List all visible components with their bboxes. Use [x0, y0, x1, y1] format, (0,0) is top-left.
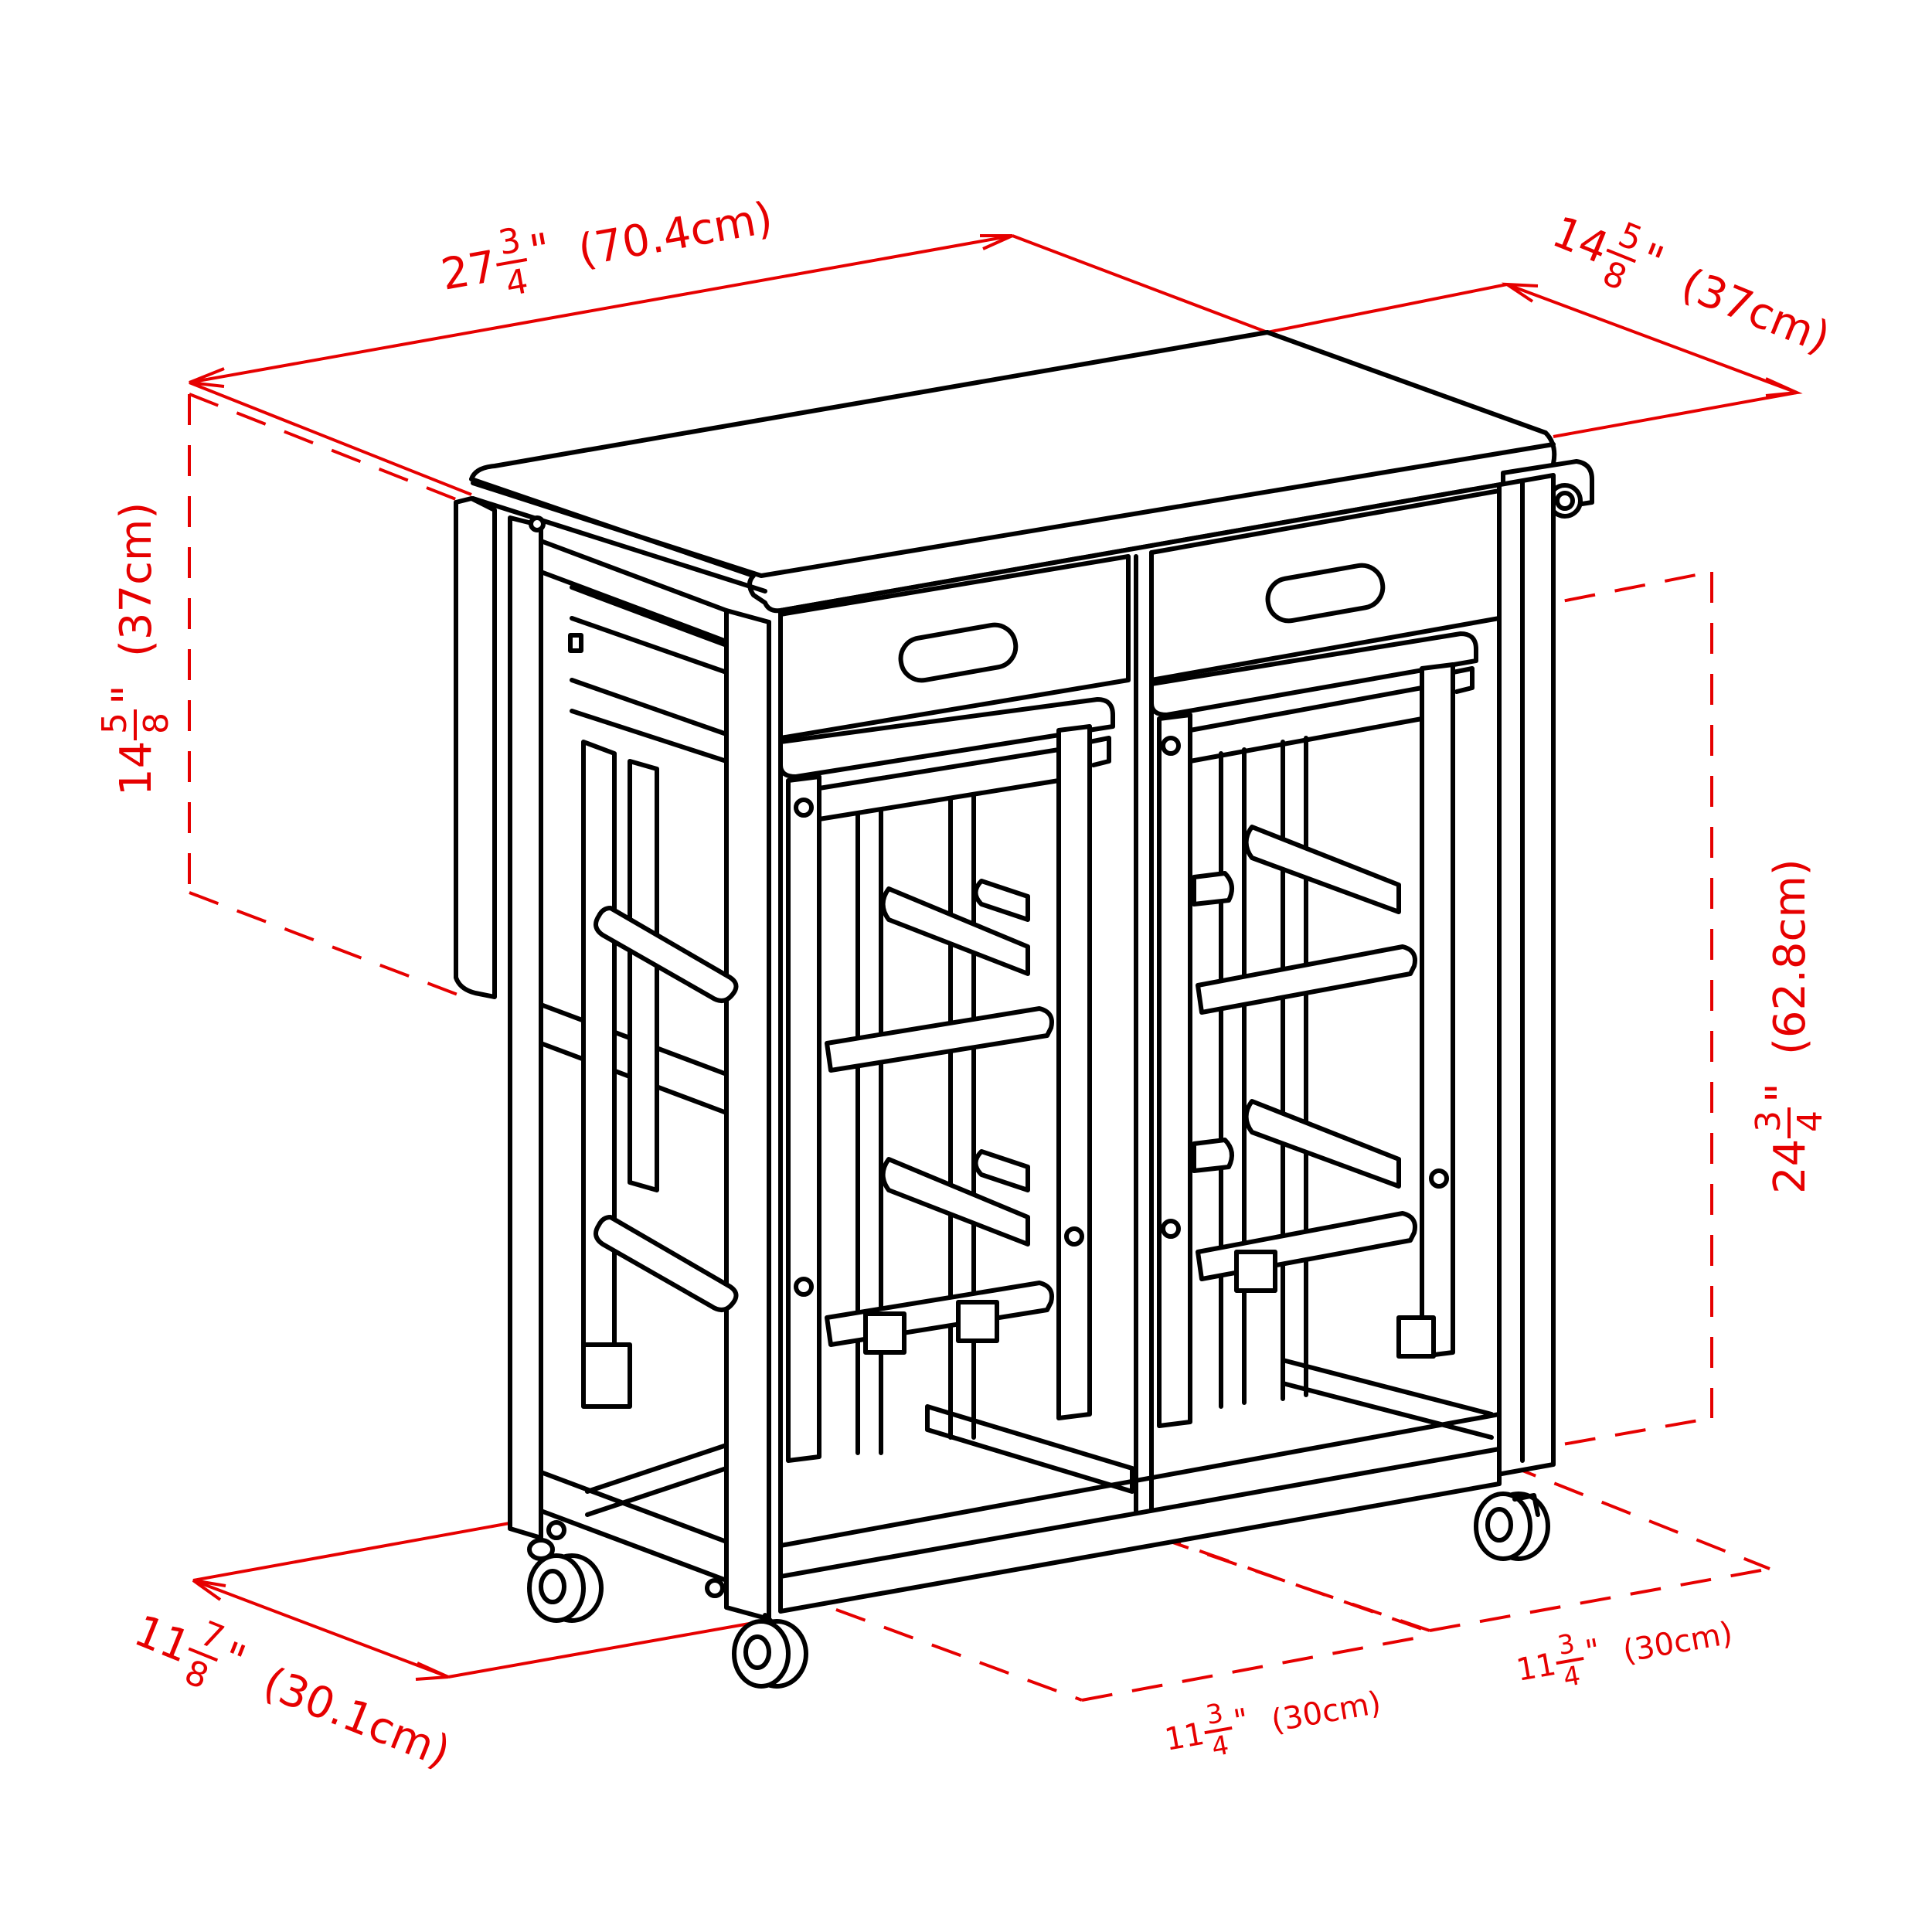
height-label: 24 3 4 " (62.8cm): [1749, 859, 1830, 1194]
stool-side-label: 11 3 4 " (30cm): [1514, 1615, 1736, 1693]
svg-text:": ": [1757, 1083, 1808, 1103]
stool-right: [1149, 631, 1478, 1428]
base-depth-label: 11 7 8 " (30.1cm): [128, 1606, 457, 1778]
svg-text:4: 4: [503, 262, 531, 304]
caster-back-left: [527, 1538, 604, 1623]
svg-text:(37cm): (37cm): [111, 502, 162, 657]
svg-text:11: 11: [1514, 1647, 1559, 1689]
svg-text:(37cm): (37cm): [1675, 259, 1837, 363]
dimension-lines: [188, 234, 1803, 1702]
svg-text:4: 4: [1561, 1660, 1583, 1693]
svg-text:8: 8: [179, 1652, 214, 1697]
svg-text:": ": [104, 685, 154, 705]
stool-left: [778, 697, 1115, 1463]
caster-front-right: [1474, 1492, 1550, 1561]
svg-text:4: 4: [1209, 1730, 1231, 1763]
svg-text:3: 3: [1749, 1111, 1788, 1132]
svg-text:14: 14: [1546, 207, 1615, 274]
drawer-right-handle[interactable]: [1264, 562, 1386, 624]
stool-front-label: 11 3 4 " (30cm): [1162, 1685, 1384, 1763]
width-label: 27 3 4 " (70.4cm): [437, 192, 776, 304]
svg-text:(30cm): (30cm): [1269, 1685, 1384, 1739]
svg-text:4: 4: [1791, 1111, 1830, 1132]
svg-text:": ": [526, 224, 555, 277]
svg-text:14: 14: [111, 741, 162, 796]
left-back-post: [508, 515, 543, 1540]
svg-text:(70.4cm): (70.4cm): [574, 192, 776, 276]
svg-text:3: 3: [1204, 1698, 1226, 1731]
svg-text:": ": [1231, 1702, 1251, 1739]
caster-front-left: [732, 1613, 808, 1689]
svg-text:11: 11: [1162, 1716, 1207, 1758]
base-depth-dimension-line: [192, 1579, 449, 1679]
depth-label: 14 5 8 " (37cm): [1546, 207, 1837, 364]
svg-text:3: 3: [495, 220, 523, 263]
svg-text:(30.1cm): (30.1cm): [257, 1658, 457, 1777]
depth-dimension-line: [1506, 283, 1798, 394]
side-rail-bottom: [539, 1470, 729, 1583]
svg-text:(62.8cm): (62.8cm): [1765, 859, 1815, 1055]
drop-leaf-label: 14 5 8 " (37cm): [95, 502, 176, 796]
svg-text:5: 5: [95, 713, 134, 734]
svg-text:24: 24: [1765, 1139, 1815, 1194]
left-front-post: [724, 608, 771, 1621]
svg-text:11: 11: [128, 1606, 197, 1673]
kitchen-cart: [454, 330, 1594, 1689]
front-bottom-rail: [778, 1447, 1502, 1614]
svg-text:27: 27: [437, 241, 500, 300]
svg-text:": ": [1583, 1632, 1603, 1669]
svg-text:3: 3: [1556, 1628, 1577, 1662]
drawer-left-handle[interactable]: [897, 621, 1019, 683]
drop-leaf: [454, 496, 497, 999]
width-dimension-line: [189, 234, 1013, 384]
svg-text:8: 8: [1597, 253, 1632, 298]
stool-right-seat: [1149, 631, 1478, 717]
svg-text:(30cm): (30cm): [1621, 1615, 1736, 1669]
svg-text:8: 8: [137, 713, 176, 734]
stool-left-seat: [778, 697, 1115, 779]
